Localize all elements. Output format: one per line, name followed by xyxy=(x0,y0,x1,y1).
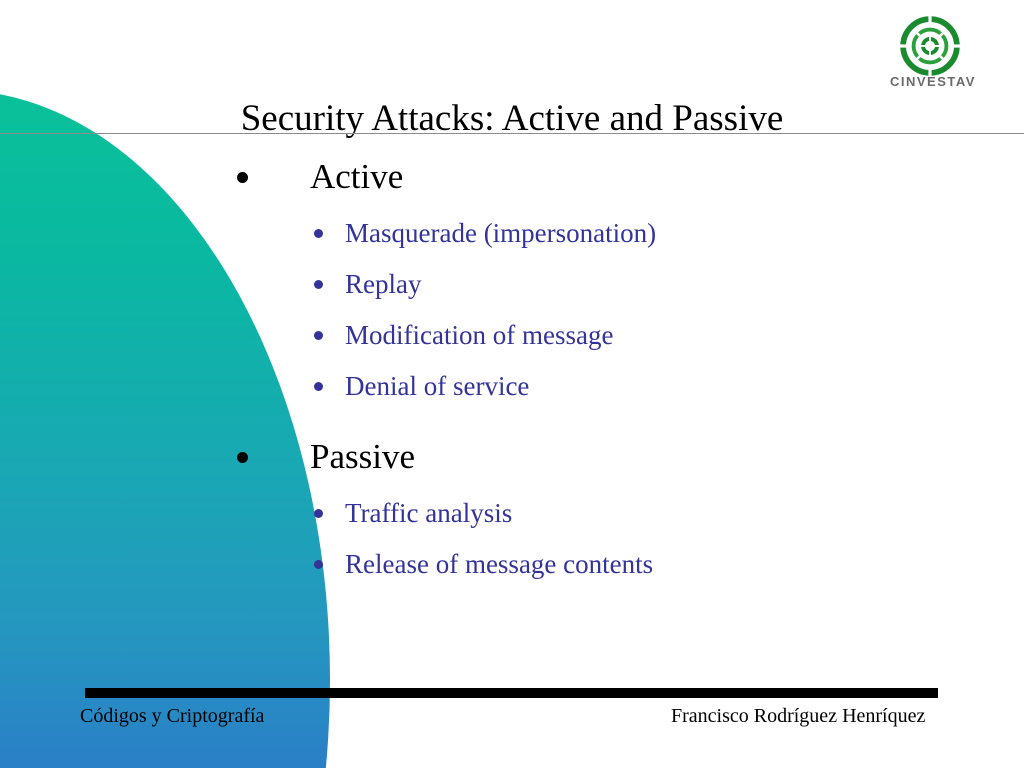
bullet-dot-icon xyxy=(314,229,323,238)
footer-author-name: Francisco Rodríguez Henríquez xyxy=(671,705,926,727)
bullet-dot-icon xyxy=(314,509,323,518)
bullet-level2-label: Traffic analysis xyxy=(345,498,513,528)
bullet-level2-label: Modification of message xyxy=(345,320,614,350)
bullet-level2-label: Release of message contents xyxy=(345,549,654,579)
group-spacer xyxy=(0,412,1024,430)
bullet-dot-icon xyxy=(314,280,323,289)
bullet-dot-icon xyxy=(237,452,248,463)
bullet-level2: Traffic analysis xyxy=(0,488,1024,539)
title-divider xyxy=(0,133,1024,134)
bullet-level2: Modification of message xyxy=(0,310,1024,361)
slide-body: Active Masquerade (impersonation) Replay… xyxy=(0,150,1024,590)
bullet-dot-icon xyxy=(314,560,323,569)
bullet-dot-icon xyxy=(237,172,248,183)
bullet-level2: Denial of service xyxy=(0,361,1024,412)
cinvestav-logo-text: CINVESTAV xyxy=(890,74,976,89)
bullet-level1: Passive xyxy=(0,430,1024,484)
bullet-dot-icon xyxy=(314,331,323,340)
bullet-level2-label: Masquerade (impersonation) xyxy=(345,218,657,248)
bullet-level2-label: Denial of service xyxy=(345,371,530,401)
bullet-level1: Active xyxy=(0,150,1024,204)
footer-course-name: Códigos y Criptografía xyxy=(80,705,265,727)
bullet-level2: Release of message contents xyxy=(0,539,1024,590)
bullet-level2-label: Replay xyxy=(345,269,422,299)
bullet-dot-icon xyxy=(314,382,323,391)
cinvestav-logo: CINVESTAV xyxy=(878,14,988,102)
bullet-level2: Masquerade (impersonation) xyxy=(0,208,1024,259)
slide-title: Security Attacks: Active and Passive xyxy=(240,98,784,139)
bullet-level1-label: Active xyxy=(310,157,404,196)
bullet-level1-label: Passive xyxy=(310,437,415,476)
bullet-level2: Replay xyxy=(0,259,1024,310)
footer-divider-bar xyxy=(85,688,938,698)
cinvestav-logo-mark xyxy=(899,15,961,77)
